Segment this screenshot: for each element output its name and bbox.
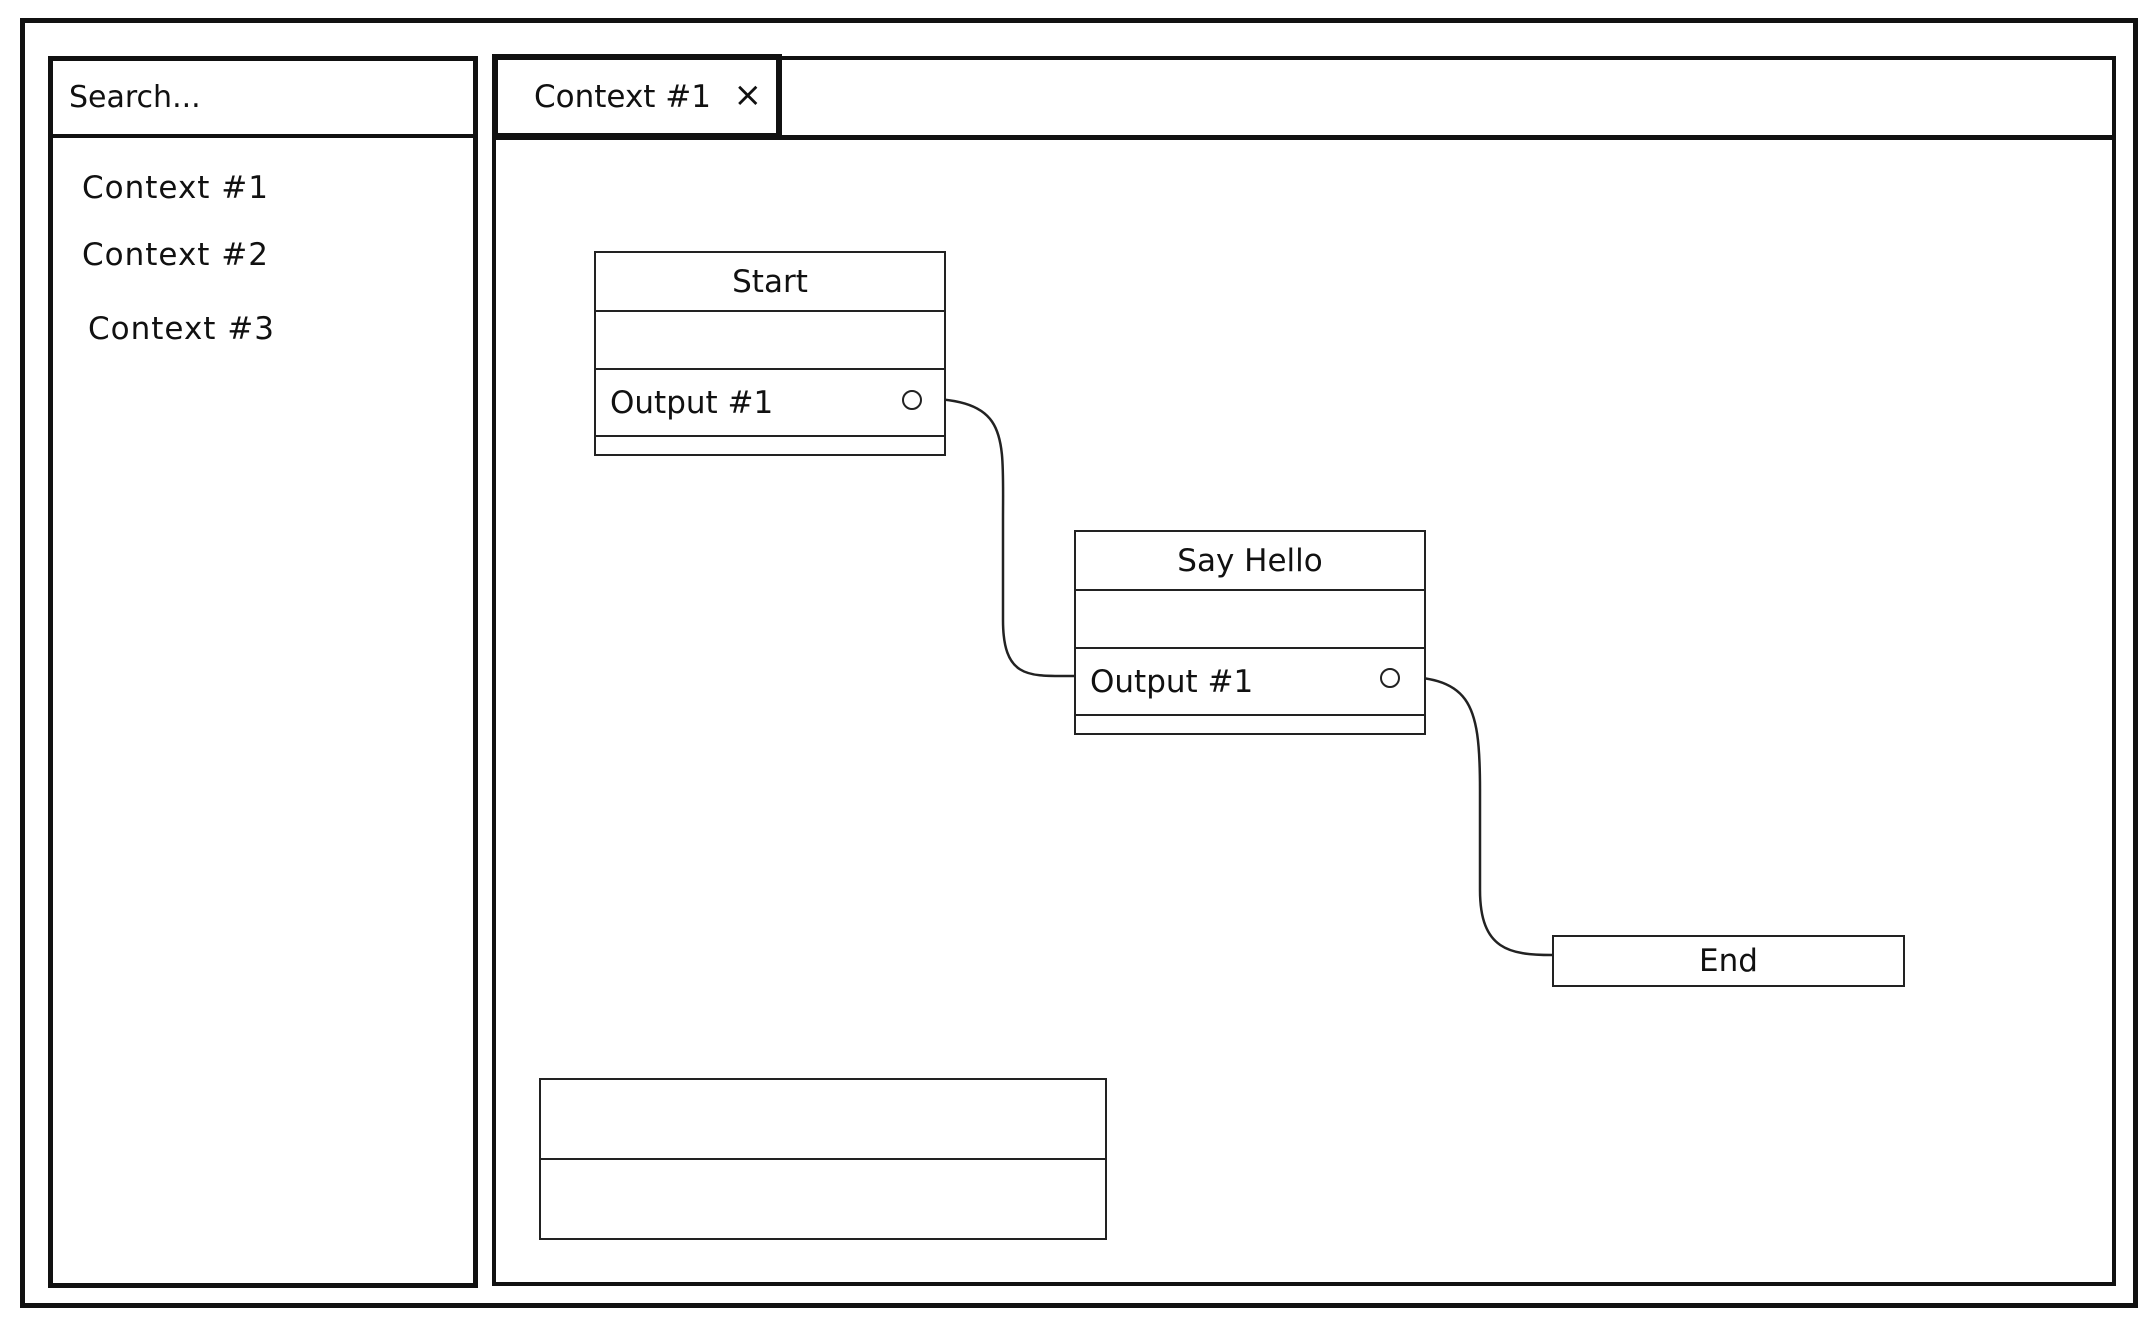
search-input[interactable] [53,60,473,138]
output-port-icon[interactable] [902,390,922,410]
tab-bar-divider [492,135,2116,140]
node-inputs-row [596,312,944,370]
output-label: Output #1 [610,384,774,421]
output-port-icon[interactable] [1380,668,1400,688]
node-title: Start [596,253,944,312]
tab-context-1[interactable]: Context #1 × [492,54,782,139]
sidebar-item-context-1[interactable]: Context #1 [82,170,269,206]
node-output-row: Output #1 [596,370,944,437]
node-start[interactable]: Start Output #1 [594,251,946,456]
node-say-hello[interactable]: Say Hello Output #1 [1074,530,1426,735]
node-output-row: Output #1 [1076,649,1424,716]
close-icon[interactable]: × [733,75,763,115]
output-label: Output #1 [1090,663,1254,700]
node-title: Say Hello [1076,532,1424,591]
sidebar-item-context-2[interactable]: Context #2 [82,237,269,273]
panel-divider [541,1158,1105,1160]
sidebar [48,56,478,1288]
node-end[interactable]: End [1552,935,1905,987]
empty-bottom-panel [539,1078,1107,1240]
node-inputs-row [1076,591,1424,649]
tab-label: Context #1 [534,78,711,115]
node-title: End [1699,943,1758,979]
sidebar-item-context-3[interactable]: Context #3 [88,311,275,347]
app-window-frame [20,18,2138,1308]
canvas-panel [492,56,2116,1286]
